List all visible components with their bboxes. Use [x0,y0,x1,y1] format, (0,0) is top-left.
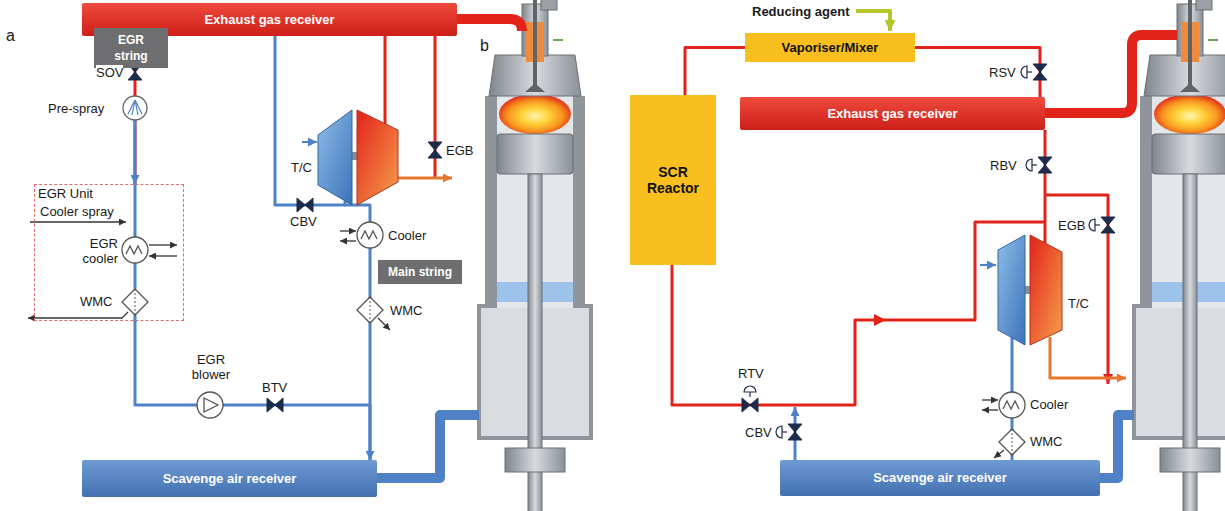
separator-symbol [122,289,148,315]
water-line [982,399,998,400]
water-line [149,255,177,256]
node-label: Vaporiser/Mixer [782,40,879,56]
engine-section [479,0,591,511]
air-inlet [980,264,996,266]
exhaust-pipe [1045,35,1177,113]
cooler-symbol [122,237,148,263]
reactor-outlet-pipe [672,222,1045,405]
mixer-box: Vaporiser/Mixer [745,33,915,62]
pipes [28,11,1177,478]
turbine-outlet [1050,337,1126,378]
turbocharger [318,110,398,205]
valve-symbol [1101,217,1115,233]
receiver-bar: Scavenge air receiver [82,460,377,497]
component-label: Cooler [1030,397,1068,412]
component-label: T/C [291,160,312,175]
water-line [982,409,998,410]
component-label: RSV [989,65,1016,80]
spray-symbol [123,96,147,120]
separator-symbol [357,297,383,323]
component-label: RBV [990,158,1017,173]
node-label: EGR Unit [38,186,93,201]
component-label: EGB [446,143,473,158]
scavenge-pipe [377,415,479,478]
node-label: Main string [388,264,452,280]
pipe-connector [135,321,370,460]
node-label: Scavenge air receiver [873,470,1007,486]
bypass-pipe [1044,130,1047,243]
water-line [149,244,177,245]
cooler-symbol [999,392,1025,418]
node-label: Exhaust gas receiver [827,106,957,122]
node-label: Scavenge air receiver [163,471,297,487]
component-label: Cooler [388,228,426,243]
valve-symbol [297,198,313,212]
component-label: BTV [262,380,287,395]
component-label: EGB [1058,218,1085,233]
turbine-outlet [398,177,452,180]
valve-symbol [428,142,442,158]
cooler-symbol [357,222,383,248]
reactor-box: SCR Reactor [630,95,716,265]
receiver-bar: Scavenge air receiver [780,460,1100,496]
component-label: Cooler spray [40,204,114,219]
receiver-bar: Exhaust gas receiver [740,97,1045,130]
string-tag: EGR string [94,28,168,68]
engine-section [1134,0,1225,511]
valve-symbol [788,424,802,440]
valve-symbol [267,398,283,412]
pipe-connector [685,48,745,96]
valve-symbol [1038,157,1052,173]
scavenge-pipe [1100,415,1134,478]
node-label: Exhaust gas receiver [204,12,334,28]
component-label: Pre-spray [48,101,104,116]
component-label: Reducing agent [752,4,850,19]
component-label: CBV [290,214,317,229]
valve-symbol [1033,64,1047,80]
air-inlet [302,141,317,143]
panel-letter: a [6,26,15,45]
component-label: EGR blower [186,352,236,382]
panel-letter: b [480,36,489,55]
exhaust-pipe [384,36,387,124]
flow-arrow [874,314,886,326]
component-label: CBV [745,425,772,440]
pipe-connector [915,48,1040,98]
node-label: EGR string [100,32,162,64]
water-line [340,240,356,241]
reducing-agent-arrow [856,11,890,31]
component-label: T/C [1068,296,1089,311]
turbocharger [998,235,1062,345]
component-label: EGR cooler [68,236,118,266]
separator-symbol [999,429,1025,455]
drain-line [28,312,128,318]
string-tag: Main string [378,260,462,284]
engine-illustration [479,0,1225,511]
component-label: RTV [738,366,764,381]
egr-pipe [134,120,137,184]
node-label: SCR Reactor [638,164,708,196]
component-label: WMC [390,303,423,318]
drain-line [994,450,1004,458]
component-label: SOV [96,65,123,80]
blower-symbol [197,392,223,418]
exhaust-pipe [457,19,522,31]
valve-symbol [742,398,758,412]
component-label: WMC [1030,434,1063,449]
spray-line [30,221,126,222]
drain-line [378,318,390,330]
component-label: WMC [80,294,113,309]
water-line [340,230,356,231]
